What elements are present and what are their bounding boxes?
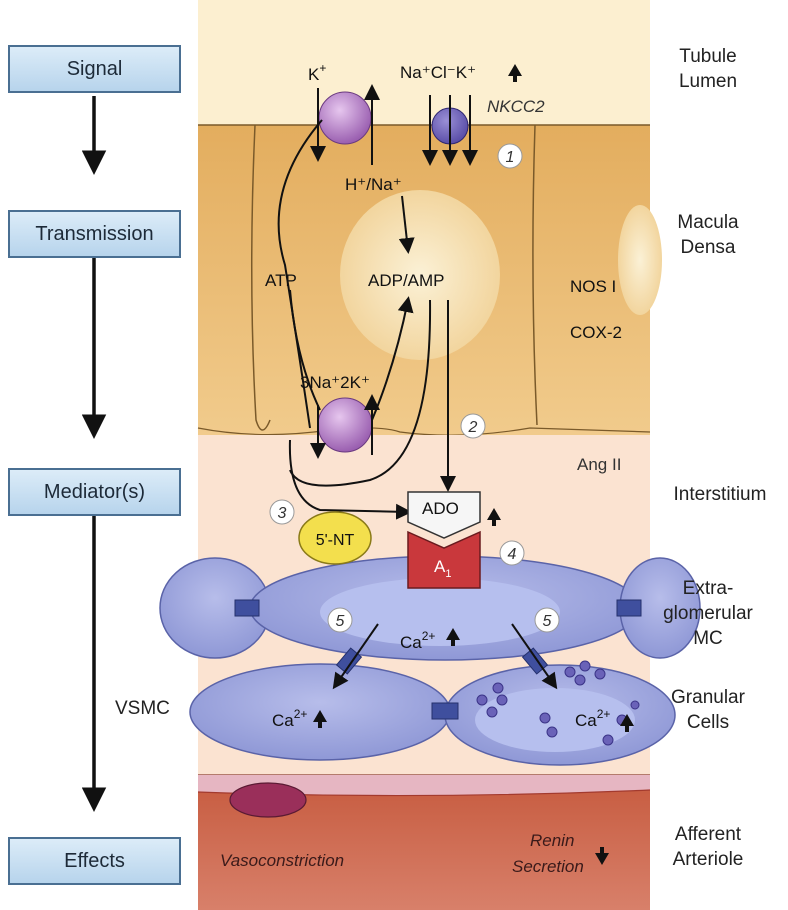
step-2: 2 (468, 419, 478, 436)
stage-signal: Signal (8, 45, 181, 93)
na-k-atpase (317, 397, 373, 453)
renin-granules (476, 660, 640, 746)
stage-transmission: Transmission (8, 210, 181, 258)
region-afferent-arteriole: Afferent Arteriole (628, 822, 788, 872)
step-3: 3 (278, 505, 287, 522)
region-afferent-arteriole-line2: Arteriole (672, 849, 744, 870)
adp-amp-label: ADP/AMP (368, 271, 445, 290)
nkcc2-label: NKCC2 (487, 97, 545, 116)
afferent-arteriole (197, 774, 651, 910)
region-extraglomerular-mc-line1: Extra- (682, 578, 734, 599)
macula-densa-cells (197, 124, 662, 436)
vasoconstriction-label: Vasoconstriction (220, 851, 344, 870)
region-granular-cells-line1: Granular (671, 687, 745, 708)
region-macula-densa-line1: Macula (677, 212, 739, 233)
step-4: 4 (508, 546, 517, 563)
region-macula-densa: Macula Densa (628, 210, 788, 260)
macula-nucleus (340, 190, 500, 360)
region-tubule-lumen-line1: Tubule (679, 46, 737, 67)
a1-label: A1 (434, 557, 451, 580)
extraglomerular-mc-cells (159, 555, 701, 661)
region-tubule-lumen-line2: Lumen (678, 71, 738, 92)
k-h-na-exchanger (318, 91, 372, 145)
a1-receptor (407, 530, 481, 589)
h-na-label: H⁺/Na⁺ (345, 175, 402, 194)
ca-vsmc-label: Ca2+ (272, 707, 307, 730)
renin-label-line1: Renin (530, 831, 574, 850)
na-k-pump-label: 3Na⁺2K⁺ (300, 373, 370, 392)
region-extraglomerular-mc: Extra- glomerular MC (628, 576, 788, 651)
ado-block (407, 491, 481, 539)
region-interstitium: Interstitium (673, 484, 767, 505)
nkcc-ions-label: Na⁺Cl⁻K⁺ (400, 63, 476, 82)
granular-cells (189, 647, 676, 766)
ca-granular-label: Ca2+ (575, 707, 610, 730)
ado-label: ADO (422, 499, 459, 518)
vsmc-label: VSMC (115, 698, 170, 719)
step-5a: 5 (336, 613, 345, 630)
atp-label: ATP (265, 271, 297, 290)
tubule-lumen-region (198, 0, 650, 125)
region-tubule-lumen: Tubule Lumen (628, 44, 788, 94)
region-extraglomerular-mc-line3: MC (693, 628, 723, 649)
step-1: 1 (506, 149, 515, 166)
renin-label-line2: Secretion (512, 857, 584, 876)
region-granular-cells-line2: Cells (686, 712, 730, 733)
region-granular-cells: Granular Cells (628, 685, 788, 735)
step-markers (269, 143, 560, 633)
cox-label: COX-2 (570, 323, 622, 342)
step-5b: 5 (543, 613, 552, 630)
nos-label: NOS I (570, 277, 616, 296)
region-afferent-arteriole-line1: Afferent (674, 824, 742, 845)
5nt-enzyme (298, 511, 372, 565)
macula-nucleus-right (618, 205, 662, 315)
increase-arrows (313, 64, 634, 865)
5nt-label: 5'-NT (316, 532, 355, 549)
ang2-label: Ang II (577, 455, 621, 474)
adenosine-receptor-complex (298, 491, 481, 589)
region-macula-densa-line2: Densa (680, 237, 736, 258)
k-label: K+ (308, 61, 326, 84)
ca-mc-label: Ca2+ (400, 629, 435, 652)
ion-flux-arrows (277, 84, 558, 690)
region-extraglomerular-mc-line2: glomerular (663, 603, 753, 624)
stage-mediators: Mediator(s) (8, 468, 181, 516)
stage-effects: Effects (8, 837, 181, 885)
